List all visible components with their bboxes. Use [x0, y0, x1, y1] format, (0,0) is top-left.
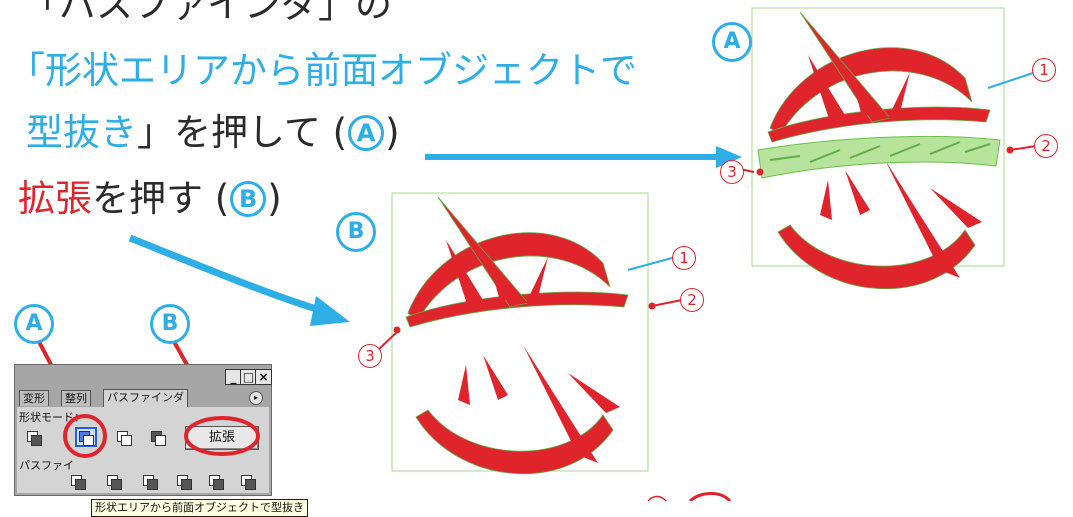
tab-transform[interactable]: 変形	[19, 390, 49, 406]
callout-1-b: 1	[672, 246, 696, 270]
instruction-line-3-rest: 」を押して (	[137, 111, 348, 154]
intersect-icon[interactable]	[115, 429, 133, 446]
callout-2-a: 2	[1034, 134, 1058, 158]
instruction-line-3-close: )	[385, 111, 400, 154]
marker-a-panel: A	[14, 304, 54, 344]
panel-tab-row: 変形 整列 パスファインダ ▸	[17, 389, 269, 407]
instruction-line-3-blue: 型抜き	[26, 111, 137, 154]
minus-front-tooltip: 形状エリアから前面オブジェクトで型抜き	[91, 499, 308, 517]
instruction-line-4-close: )	[267, 177, 282, 220]
instruction-line-2: 「形状エリアから前面オブジェクトで	[8, 52, 637, 89]
trim-icon[interactable]	[105, 473, 123, 490]
instruction-line-2-text: 「形状エリアから前面オブジェクトで	[8, 49, 637, 92]
add-shape-icon[interactable]	[25, 429, 43, 446]
illustration-canvas	[34, 7, 1043, 501]
emblem-b	[391, 192, 649, 475]
minus-front-icon[interactable]	[75, 427, 97, 447]
instruction-line-1: 「パスファインダ」の	[22, 0, 392, 23]
panel-titlebar[interactable]: _ □ ×	[15, 365, 272, 389]
marker-b-panel: B	[150, 304, 190, 344]
exclude-icon[interactable]	[149, 429, 167, 446]
pathfinders-label: パスファイ	[19, 459, 74, 472]
marker-a-emblem: A	[712, 22, 752, 62]
panel-body: 形状モード： 拡張 パスファイ 形状エリアから前面オブジェクトで型抜き	[17, 407, 308, 517]
callout-3-b: 3	[358, 344, 382, 368]
tab-pathfinder[interactable]: パスファインダ	[103, 389, 188, 407]
marker-b-inline: B	[230, 181, 267, 217]
instruction-line-4-red: 拡張	[18, 177, 92, 220]
crop-icon[interactable]	[175, 473, 193, 490]
callout-1-a: 1	[1032, 58, 1056, 82]
callout-2-b: 2	[680, 288, 704, 312]
panel-menu-icon[interactable]: ▸	[249, 391, 263, 405]
instruction-line-4-rest: を押す (	[92, 177, 230, 220]
divide-icon[interactable]	[69, 473, 87, 490]
pathfinder-panel: _ □ × 変形 整列 パスファインダ ▸ 形状モード： 拡張 パスファイ 形状…	[14, 364, 308, 517]
close-button[interactable]: ×	[255, 369, 272, 385]
merge-icon[interactable]	[141, 473, 159, 490]
marker-a-inline: A	[348, 115, 385, 151]
callout-3-a: 3	[720, 160, 744, 184]
expand-button[interactable]: 拡張	[185, 426, 259, 450]
instruction-line-3: 型抜き」を押して (A)	[26, 114, 400, 151]
minus-back-icon[interactable]	[239, 473, 257, 490]
shape-modes-label: 形状モード：	[19, 411, 85, 424]
outline-icon[interactable]	[207, 473, 225, 490]
instruction-line-4: 拡張を押す (B)	[18, 180, 282, 217]
tab-align[interactable]: 整列	[61, 390, 91, 406]
instruction-line-1-text: 「パスファインダ」の	[22, 0, 392, 26]
emblem-a	[751, 7, 1005, 290]
marker-b-emblem: B	[336, 212, 376, 252]
